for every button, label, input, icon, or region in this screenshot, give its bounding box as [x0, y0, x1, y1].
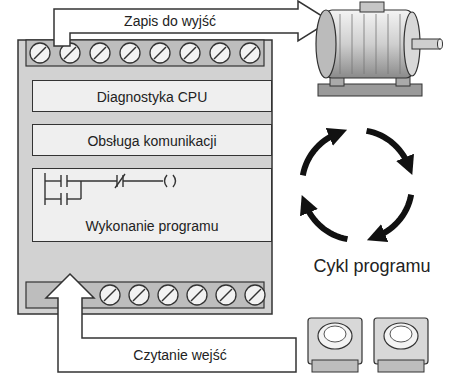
- screw: [120, 43, 140, 63]
- cycle-label: Cykl programu: [311, 256, 432, 277]
- cycle-arrow: [303, 133, 338, 175]
- screw: [90, 43, 110, 63]
- screw: [216, 285, 236, 305]
- band-label: Wykonanie programu: [33, 218, 271, 234]
- screw: [150, 43, 170, 63]
- cycle-arrow: [367, 131, 409, 166]
- screw: [240, 43, 260, 63]
- screw: [30, 43, 50, 63]
- screw: [180, 43, 200, 63]
- screw: [158, 285, 178, 305]
- screw: [245, 285, 265, 305]
- communication-band: Obsługa komunikacji: [32, 124, 272, 156]
- output-arrow: [54, 1, 330, 46]
- screw: [100, 285, 120, 305]
- program-band: Wykonanie programu: [32, 168, 272, 242]
- input-label: Czytanie wejść: [131, 347, 228, 363]
- diagnostics-band: Diagnostyka CPU: [32, 80, 272, 112]
- cycle-arrow: [376, 195, 411, 237]
- terminal-screws: [100, 285, 265, 305]
- program-cycle: [303, 131, 411, 239]
- ladder-symbol: [41, 171, 241, 207]
- motor: [316, 2, 443, 96]
- output-label: Zapis do wyjść: [122, 13, 218, 29]
- screw: [129, 285, 149, 305]
- screw: [210, 43, 230, 63]
- push-buttons: [308, 318, 428, 372]
- input-arrow: [46, 274, 296, 372]
- band-label: Obsługa komunikacji: [33, 133, 271, 149]
- plc-body: [18, 40, 272, 314]
- screw: [187, 285, 207, 305]
- cycle-arrow: [305, 204, 347, 239]
- band-label: Diagnostyka CPU: [33, 89, 271, 105]
